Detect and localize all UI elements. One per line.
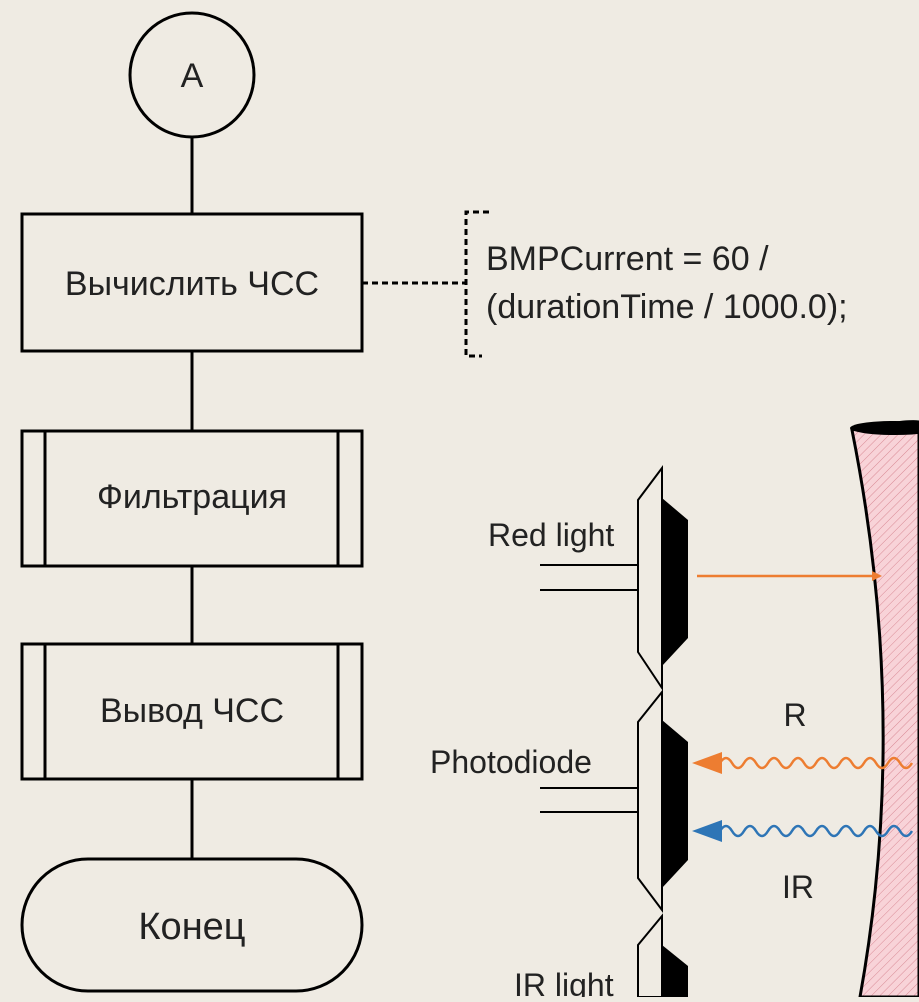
sensor-illustration: Red light Photodiode IR light R IR (430, 420, 919, 1002)
subprocess-label-output: Вывод ЧСС (100, 692, 284, 730)
ir-beam-label: IR (782, 869, 814, 905)
subprocess-box-filter (20, 429, 364, 568)
flowchart: A Вычислить ЧСС Фильтрация Вывод ЧСС Кон… (20, 11, 364, 993)
red-light-label: Red light (488, 517, 614, 553)
connector-label: A (181, 57, 204, 95)
finger-top-rim (850, 421, 919, 435)
r-beam-label: R (783, 697, 806, 733)
subprocess-box-output (20, 642, 364, 781)
annotation-line-2: (durationTime / 1000.0); (486, 288, 848, 326)
annotation-line-1: BMPCurrent = 60 / (486, 240, 769, 278)
red-light-emitter (540, 465, 688, 692)
terminator-label-end: Конец (138, 906, 245, 948)
ir-light-emitter (637, 913, 688, 998)
photodiode-sensor (540, 689, 688, 913)
finger-tissue (850, 420, 919, 999)
red-reflection-wave (718, 756, 914, 770)
photodiode-label: Photodiode (430, 744, 592, 780)
connector-circle (128, 11, 256, 139)
ir-reflection-arrowhead (692, 820, 722, 842)
ir-light-label: IR light (514, 967, 614, 997)
ir-reflection-wave (718, 824, 914, 838)
subprocess-label-filter: Фильтрация (97, 478, 287, 516)
terminator-end (20, 857, 364, 993)
red-reflection-arrowhead (692, 752, 722, 774)
annotation-bracket (464, 210, 489, 358)
process-label-compute-hr: Вычислить ЧСС (65, 265, 319, 303)
code-annotation: BMPCurrent = 60 / (durationTime / 1000.0… (362, 210, 848, 358)
